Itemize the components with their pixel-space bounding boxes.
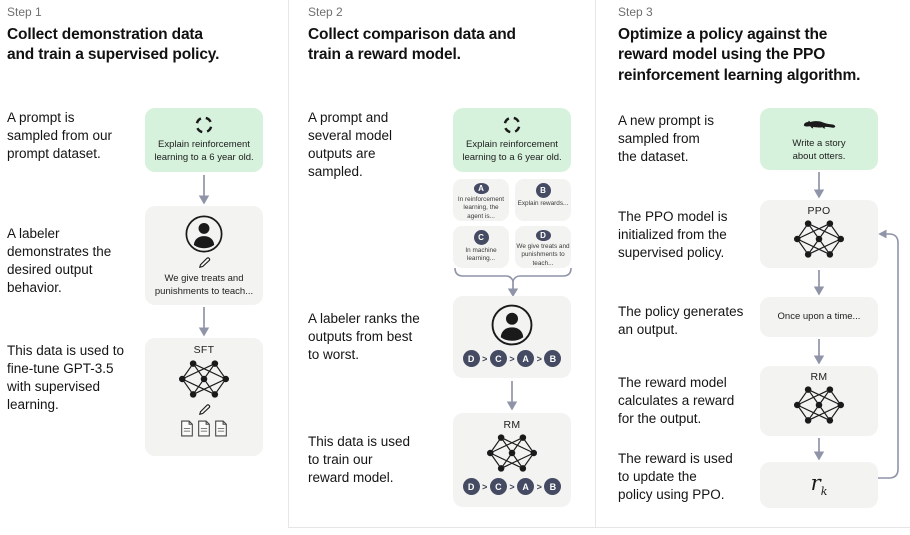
letter-badge: A xyxy=(517,478,535,495)
step2-caption-ranks: A labeler ranks the outputs from best to… xyxy=(308,311,420,362)
network-icon xyxy=(178,360,230,398)
output-box-a: A In reinforcement learning, the agent i… xyxy=(453,179,509,221)
step1-caption-prompt: A prompt is sampled from our prompt data… xyxy=(7,110,113,161)
document-icon xyxy=(198,420,210,437)
labeler-icon xyxy=(491,304,533,346)
network-icon xyxy=(793,386,845,424)
step3-title: Optimize a policy against the reward mod… xyxy=(618,26,861,84)
prompt-text: Explain reinforcement learning to a 6 ye… xyxy=(462,139,562,163)
step3-caption-calculates: The reward model calculates a reward for… xyxy=(618,375,735,426)
letter-badge: B xyxy=(544,350,562,367)
arrow-down-icon xyxy=(813,339,825,365)
step2-prompt-box: Explain reinforcement learning to a 6 ye… xyxy=(453,108,571,172)
otter-icon xyxy=(803,120,836,129)
brace-arrow xyxy=(454,267,572,297)
step3-caption-update: The reward is used to update the policy … xyxy=(618,451,733,502)
step1-sft-box: SFT xyxy=(145,338,263,456)
letter-badge: A xyxy=(517,350,535,367)
letter-badge: C xyxy=(489,350,507,367)
cycle-icon xyxy=(195,116,213,134)
step2-label: Step 2 xyxy=(308,5,343,19)
arrow-down-icon xyxy=(198,175,210,205)
documents-icon xyxy=(180,420,228,437)
sft-label: SFT xyxy=(193,344,215,356)
step1-caption-labeler: A labeler demonstrates the desired outpu… xyxy=(7,226,112,295)
ranking-row: D > C > A > B xyxy=(462,350,562,367)
step3-label: Step 3 xyxy=(618,5,653,19)
rm-label: RM xyxy=(503,419,521,431)
step1-caption-finetune: This data is used to fine-tune GPT-3.5 w… xyxy=(7,343,125,412)
output-box-c: C In machine learning... xyxy=(453,226,509,268)
arrow-down-icon xyxy=(506,381,518,411)
network-icon xyxy=(793,220,845,258)
step1-label: Step 1 xyxy=(7,5,42,19)
step3-ppo-box: PPO xyxy=(760,200,878,268)
network-icon xyxy=(486,434,538,472)
step1-labeler-box: We give treats and punishments to teach.… xyxy=(145,206,263,305)
step2-caption-train: This data is used to train our reward mo… xyxy=(308,434,411,485)
step2-labeler-box: D > C > A > B xyxy=(453,296,571,378)
column-divider xyxy=(288,0,289,528)
pen-icon xyxy=(198,404,210,415)
pen-icon xyxy=(198,257,210,268)
output-text: In machine learning... xyxy=(465,247,497,263)
step1-prompt-box: Explain reinforcement learning to a 6 ye… xyxy=(145,108,263,172)
arrow-down-icon xyxy=(813,270,825,296)
output-text: We give treats and punishments to teach.… xyxy=(516,242,570,267)
arrow-down-icon xyxy=(813,172,825,199)
letter-badge: B xyxy=(544,478,562,495)
document-icon xyxy=(215,420,227,437)
letter-badge: D xyxy=(462,350,480,367)
feedback-loop-arrow xyxy=(878,229,899,479)
bottom-divider xyxy=(288,527,910,528)
rm-label: RM xyxy=(810,371,828,383)
step3-caption-new-prompt: A new prompt is sampled from the dataset… xyxy=(618,113,715,164)
step3-rm-box: RM xyxy=(760,366,878,436)
step1-title: Collect demonstration data and train a s… xyxy=(7,26,220,64)
output-box-d: D We give treats and punishments to teac… xyxy=(515,226,571,268)
cycle-icon xyxy=(503,116,521,134)
ranking-row: D > C > A > B xyxy=(462,478,562,495)
letter-badge: C xyxy=(489,478,507,495)
output-text: In reinforcement learning, the agent is.… xyxy=(457,195,505,220)
ppo-label: PPO xyxy=(807,205,831,217)
reward-symbol: rk xyxy=(810,471,828,499)
letter-badge: B xyxy=(535,183,551,198)
step2-rm-box: RM D > C > A > B xyxy=(453,413,571,507)
document-icon xyxy=(181,420,193,437)
step3-prompt-box: Write a story about otters. xyxy=(760,108,878,170)
letter-badge: C xyxy=(473,230,489,245)
labeler-demo-text: We give treats and punishments to teach.… xyxy=(154,273,254,297)
prompt-text: Write a story about otters. xyxy=(792,138,846,162)
letter-badge: D xyxy=(462,478,480,495)
output-text: Explain rewards... xyxy=(517,200,569,207)
arrow-down-icon xyxy=(198,307,210,337)
step3-output-box: Once upon a time... xyxy=(760,297,878,337)
output-box-b: B Explain rewards... xyxy=(515,179,571,221)
letter-badge: D xyxy=(535,230,551,241)
step3-reward-box: rk xyxy=(760,462,878,508)
step3-caption-init: The PPO model is initialized from the su… xyxy=(618,209,728,260)
labeler-icon xyxy=(185,215,223,253)
step2-caption-sampled: A prompt and several model outputs are s… xyxy=(308,110,393,179)
column-divider xyxy=(595,0,596,528)
output-text: Once upon a time... xyxy=(777,310,861,322)
prompt-text: Explain reinforcement learning to a 6 ye… xyxy=(154,139,254,163)
arrow-down-icon xyxy=(813,438,825,461)
step3-caption-generates: The policy generates an output. xyxy=(618,304,744,337)
step2-title: Collect comparison data and train a rewa… xyxy=(308,26,516,64)
letter-badge: A xyxy=(473,183,489,194)
